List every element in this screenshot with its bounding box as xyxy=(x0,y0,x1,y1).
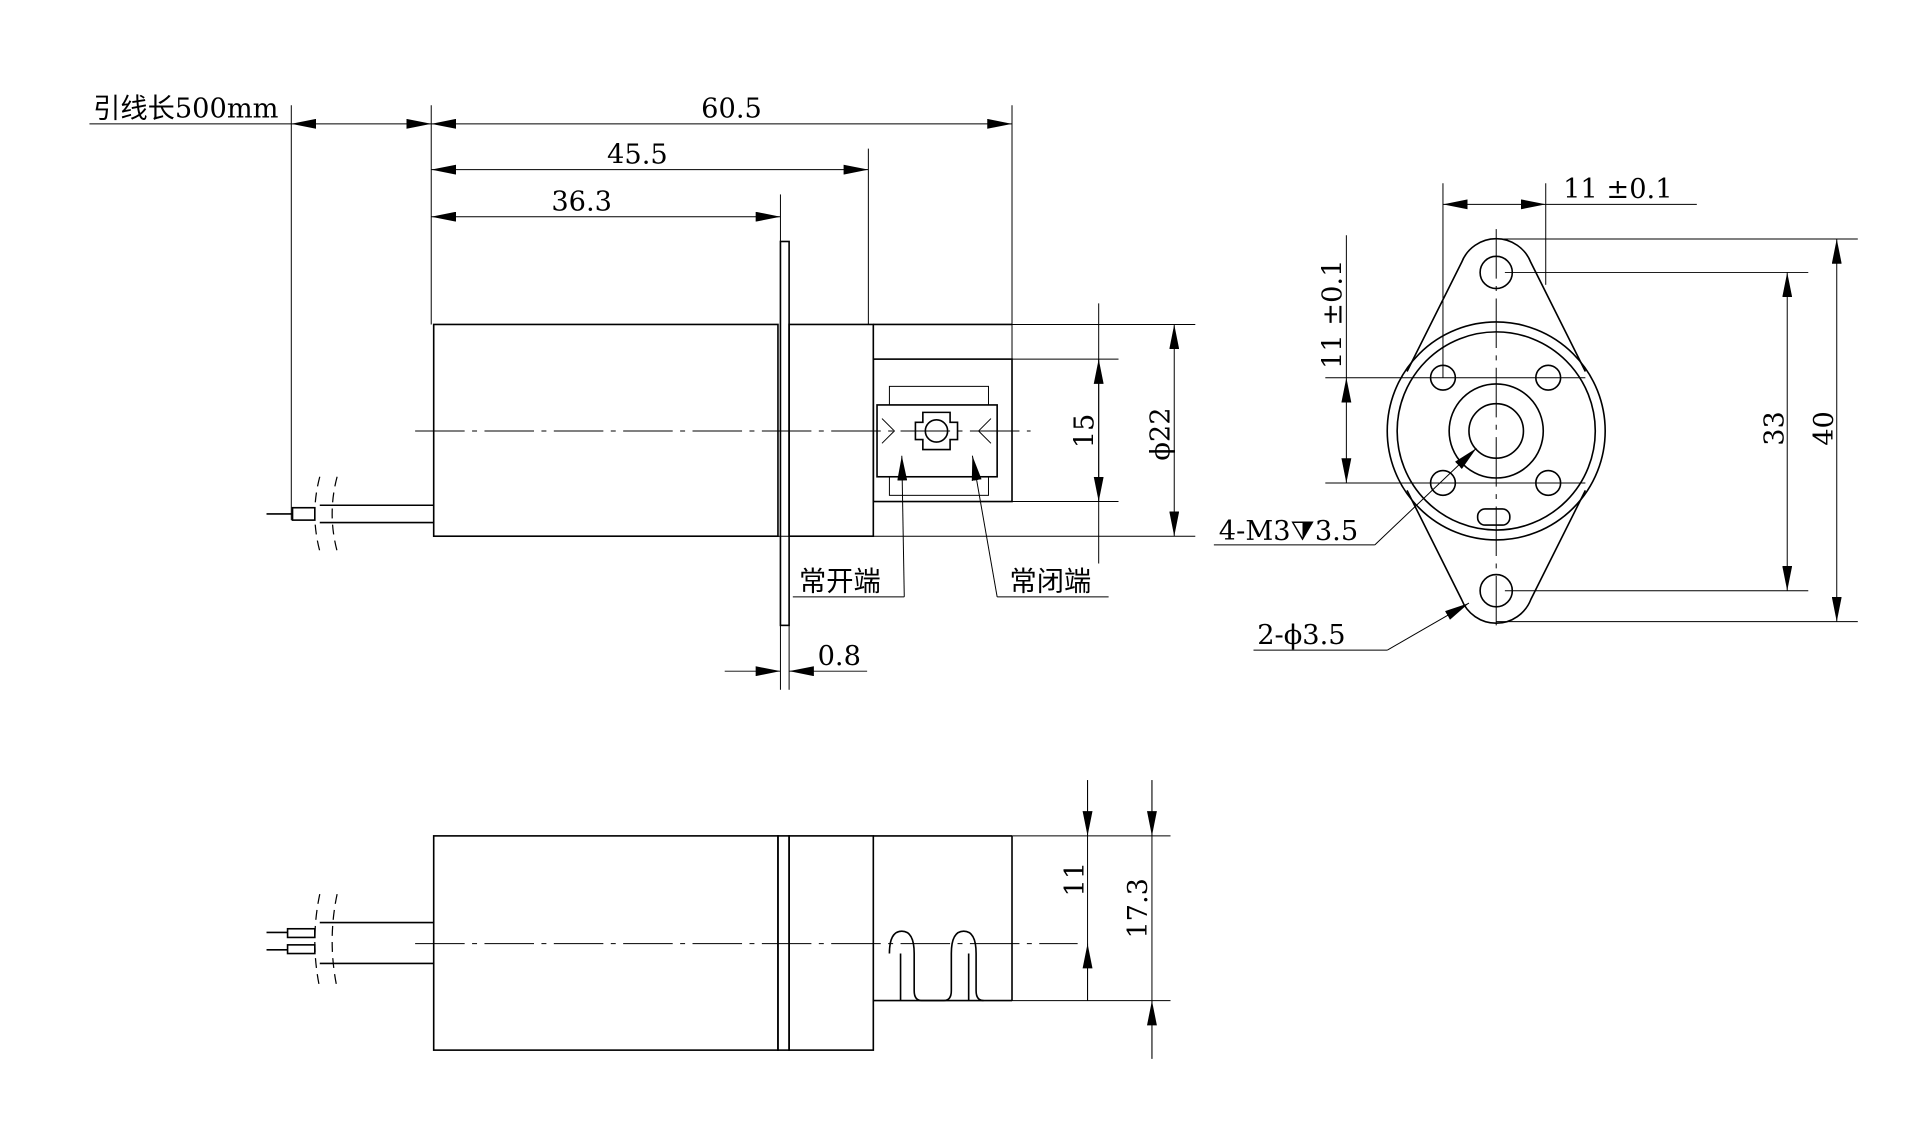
dim-11-h-label: 11 ±0.1 xyxy=(1563,174,1672,205)
side-view: 11 17.3 xyxy=(266,780,1171,1059)
thread-holes-label: 4-M3⧩3.5 xyxy=(1219,516,1358,547)
front-view: 引线长500mm 60.5 45.5 36.3 15 ϕ22 常开端 常闭端 xyxy=(89,94,1196,690)
switch-frame xyxy=(872,358,1013,503)
dim-60-5-label: 60.5 xyxy=(701,94,762,125)
coil-body xyxy=(432,323,779,538)
lead-wires xyxy=(266,476,434,552)
dim-phi22-label: ϕ22 xyxy=(1145,407,1176,460)
dim-45-5-label: 45.5 xyxy=(607,139,668,170)
dim-11-side-label: 11 xyxy=(1060,862,1091,897)
dim-11-v-label: 11 ±0.1 xyxy=(1317,260,1348,369)
mount-holes-label: 2-ϕ3.5 xyxy=(1257,620,1345,651)
end-block xyxy=(788,835,875,1051)
end-block xyxy=(788,323,875,538)
plunger-head xyxy=(914,411,959,451)
lead-length-label: 引线长500mm xyxy=(93,94,279,125)
spring xyxy=(888,930,984,1002)
dim-17-3-label: 17.3 xyxy=(1123,878,1154,939)
dim-15-label: 15 xyxy=(1070,414,1101,449)
dim-36-3-label: 36.3 xyxy=(551,187,612,218)
contact-housing xyxy=(876,404,998,478)
lead-wires xyxy=(266,893,434,989)
end-view: 11 ±0.1 11 ±0.1 33 40 4-M3⧩3.5 2-ϕ3.5 xyxy=(1213,174,1858,651)
connector xyxy=(1476,508,1511,526)
coil-body xyxy=(432,835,779,1051)
mounting-plate xyxy=(779,240,790,627)
dim-33-label: 33 xyxy=(1760,411,1791,446)
normally-closed-label: 常闭端 xyxy=(1010,567,1092,598)
dim-40-label: 40 xyxy=(1809,411,1840,446)
normally-open-label: 常开端 xyxy=(799,567,881,598)
dim-0-8-label: 0.8 xyxy=(818,641,861,672)
